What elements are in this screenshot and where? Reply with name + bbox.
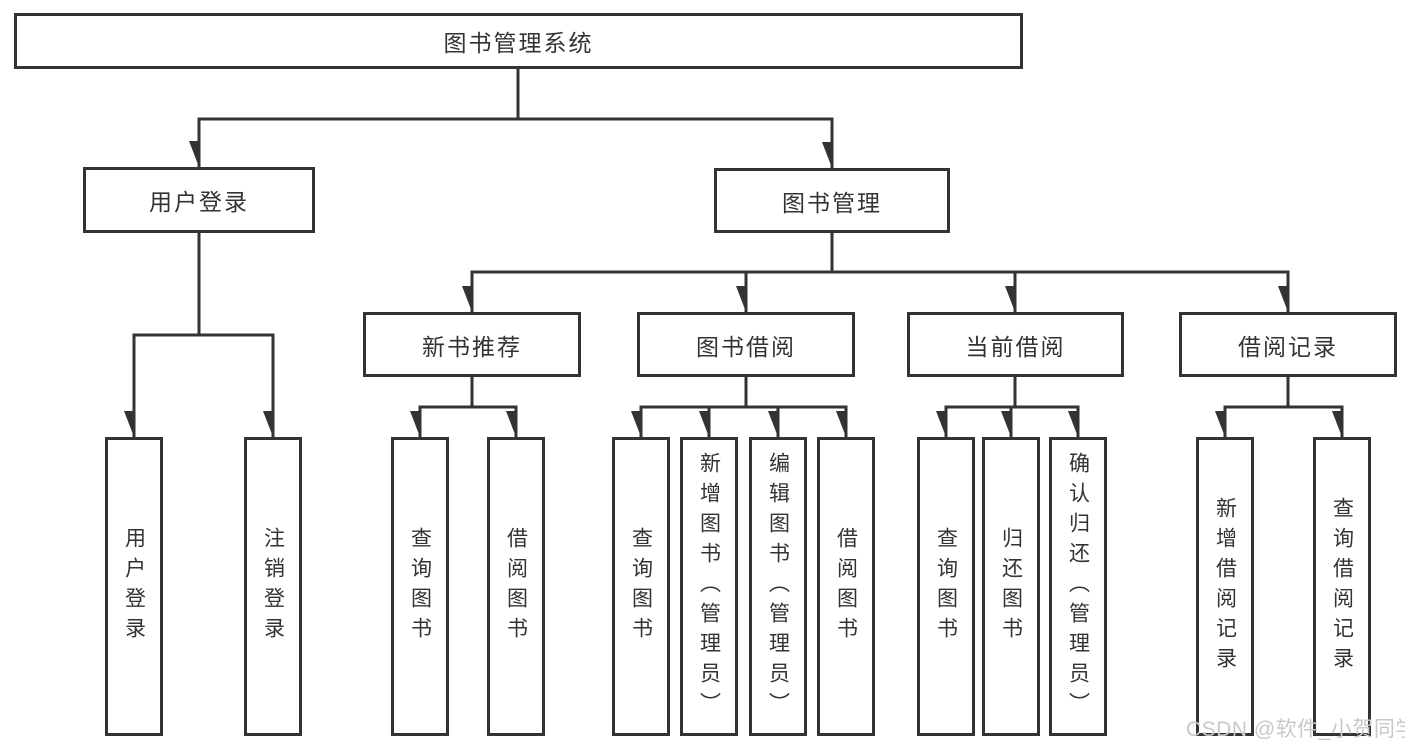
leaf-label: 新增借阅记录 (1213, 496, 1237, 677)
leaf-label: 用户登录 (122, 526, 146, 647)
leaf-edit-book-admin: 编辑图书（管理员） (749, 437, 807, 736)
node-label: 图书管理系统 (443, 30, 594, 56)
leaf-label: 查询图书 (629, 526, 653, 647)
leaf-label: 查询图书 (934, 526, 958, 647)
node-book-borrow: 图书借阅 (637, 312, 855, 377)
leaf-logout: 注销登录 (244, 437, 302, 736)
node-borrow-records: 借阅记录 (1179, 312, 1397, 377)
csdn-watermark: CSDN @软件_小贺同学 (1186, 718, 1405, 741)
leaf-confirm-return-admin: 确认归还（管理员） (1049, 437, 1107, 736)
node-label: 图书借阅 (696, 333, 796, 360)
leaf-borrow-books: 借阅图书 (817, 437, 875, 736)
leaf-label: 归还图书 (999, 526, 1023, 647)
leaf-return-book: 归还图书 (982, 437, 1040, 736)
leaf-label: 确认归还（管理员） (1066, 451, 1090, 722)
leaf-borrow-books-recommend: 借阅图书 (487, 437, 545, 736)
leaf-add-book-admin: 新增图书（管理员） (680, 437, 738, 736)
node-label: 图书管理 (782, 189, 882, 216)
leaf-label: 注销登录 (261, 526, 285, 647)
leaf-query-books-current: 查询图书 (917, 437, 975, 736)
leaf-label: 查询图书 (408, 526, 432, 647)
node-label: 当前借阅 (965, 333, 1066, 360)
node-user-login-branch: 用户登录 (83, 167, 315, 233)
leaf-query-books-recommend: 查询图书 (391, 437, 449, 736)
leaf-label: 借阅图书 (834, 526, 858, 647)
node-library-management-system: 图书管理系统 (14, 13, 1023, 69)
node-label: 借阅记录 (1238, 333, 1338, 360)
node-book-management: 图书管理 (714, 168, 950, 233)
node-current-borrow: 当前借阅 (907, 312, 1124, 377)
leaf-query-books-borrow: 查询图书 (612, 437, 670, 736)
leaf-user-login: 用户登录 (105, 437, 163, 736)
leaf-add-borrow-record: 新增借阅记录 (1196, 437, 1254, 736)
node-label: 新书推荐 (422, 333, 522, 360)
node-new-book-recommend: 新书推荐 (363, 312, 581, 377)
leaf-label: 编辑图书（管理员） (766, 451, 790, 722)
leaf-label: 借阅图书 (504, 526, 528, 647)
node-label: 用户登录 (149, 189, 249, 215)
leaf-label: 新增图书（管理员） (697, 451, 721, 722)
leaf-label: 查询借阅记录 (1330, 496, 1354, 677)
leaf-query-borrow-record: 查询借阅记录 (1313, 437, 1371, 736)
